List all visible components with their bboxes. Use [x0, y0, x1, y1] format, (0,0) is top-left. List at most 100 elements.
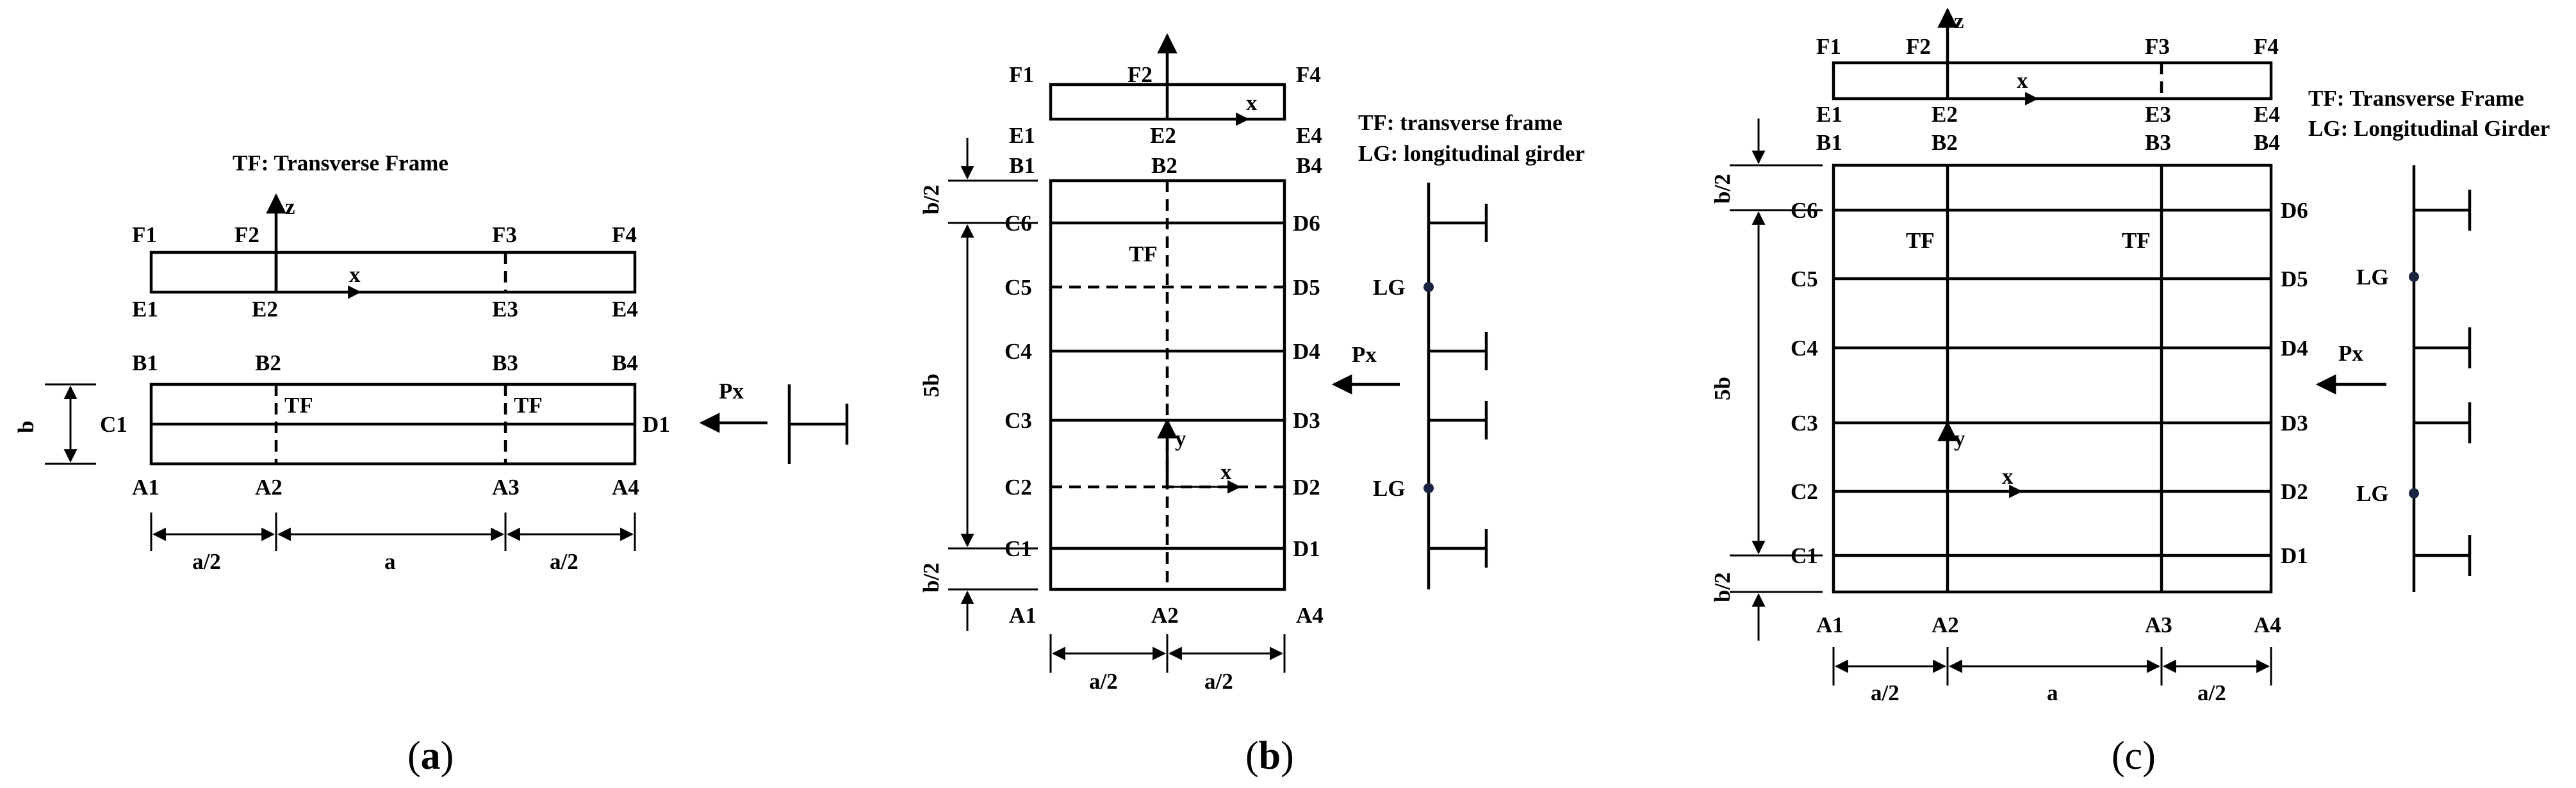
label-B3-c: B3 [2145, 130, 2171, 155]
dim-5b-label-c: 5b [1710, 377, 1735, 400]
legend-lg-b: LG: longitudinal girder [1358, 141, 1585, 166]
label-B2-b: B2 [1151, 153, 1177, 178]
label-A2-b: A2 [1151, 603, 1179, 628]
dim-half-a-left-label-c: a/2 [1871, 680, 1899, 705]
tf-label-b: TF [1129, 242, 1158, 267]
label-D6-b: D6 [1293, 211, 1320, 236]
label-F2-c: F2 [1906, 34, 1931, 59]
label-E1-c: E1 [1816, 102, 1842, 127]
label-A3-a: A3 [492, 475, 520, 500]
label-E1-b: E1 [1009, 123, 1035, 148]
lg-dot-c-1 [2409, 272, 2419, 282]
label-B1-a: B1 [132, 350, 158, 375]
legend-tf-b: TF: transverse frame [1358, 110, 1563, 135]
tf-label-a-2: TF [514, 393, 543, 418]
label-B4-a: B4 [612, 350, 638, 375]
label-B1-c: B1 [1816, 130, 1842, 155]
dim-half-a-right-label-c: a/2 [2197, 680, 2226, 705]
panel-c: z x F1 F2 F3 F4 E1 E2 E3 E4 B1 B2 B3 B4 … [1710, 7, 2550, 778]
y-label-b: y [1175, 426, 1186, 451]
label-E4-b: E4 [1296, 123, 1322, 148]
label-E4-c: E4 [2254, 102, 2280, 127]
tf-label-a-1: TF [284, 393, 313, 418]
label-D4-c: D4 [2281, 336, 2308, 361]
dim-5b-label-b: 5b [919, 373, 944, 397]
label-B2-c: B2 [1932, 130, 1958, 155]
label-A4-b: A4 [1296, 603, 1324, 628]
label-F3-c: F3 [2145, 34, 2170, 59]
lg-label-b-1: LG [1373, 275, 1406, 300]
label-F4-a: F4 [612, 222, 637, 247]
x-label-a: x [349, 262, 361, 287]
lg-label-c-1: LG [2356, 265, 2389, 290]
label-E4-a: E4 [612, 297, 638, 322]
label-F1-b: F1 [1009, 62, 1034, 87]
dim-half-a-left-label-b: a/2 [1089, 669, 1118, 694]
dim-half-b-top-c: b/2 [1710, 174, 1735, 204]
label-B2-a: B2 [255, 350, 281, 375]
label-C5-b: C5 [1005, 275, 1032, 300]
label-C3-b: C3 [1005, 408, 1032, 433]
dim-a-label: a [384, 549, 396, 574]
caption-b: (b) [1245, 734, 1294, 778]
lg-dot-c-2 [2409, 488, 2419, 498]
caption-c: (c) [2112, 734, 2156, 778]
px-label-a: Px [719, 379, 744, 404]
label-D4-b: D4 [1293, 339, 1320, 364]
label-D3-b: D3 [1293, 408, 1320, 433]
label-A2-a: A2 [255, 475, 283, 500]
plan-rect-c [1832, 163, 2273, 594]
label-C2-c: C2 [1791, 479, 1818, 504]
label-B4-b: B4 [1296, 153, 1322, 178]
label-F4-b: F4 [1296, 62, 1321, 87]
y-label-c: y [1954, 426, 1965, 451]
label-F2-b: F2 [1128, 62, 1153, 87]
x-label-b: x [1220, 459, 1232, 484]
label-C4-c: C4 [1791, 336, 1818, 361]
lg-dot-b-2 [1423, 483, 1434, 493]
label-E3-a: E3 [492, 297, 518, 322]
top-strip-a [149, 250, 637, 294]
label-E3-c: E3 [2145, 102, 2171, 127]
label-E2-c: E2 [1932, 102, 1958, 127]
label-D3-c: D3 [2281, 411, 2308, 436]
tf-label-c-2: TF [2122, 228, 2151, 253]
label-C2-b: C2 [1005, 475, 1032, 500]
panel-b: x F1 F2 F4 E1 E2 E4 TF: transverse frame… [919, 33, 1585, 778]
legend-a: TF: Transverse Frame [233, 151, 448, 176]
label-D1-c: D1 [2281, 543, 2308, 568]
label-A2-c: A2 [1932, 612, 1959, 637]
dim-b-label-a: b [13, 421, 38, 433]
label-F1-a: F1 [132, 222, 157, 247]
label-B1-b: B1 [1009, 153, 1035, 178]
dim-half-b-bottom-c: b/2 [1710, 572, 1735, 602]
label-F3-a: F3 [492, 222, 517, 247]
tf-label-c-1: TF [1906, 228, 1935, 253]
label-C5-c: C5 [1791, 267, 1818, 291]
dim-half-b-top-b: b/2 [919, 185, 944, 215]
label-A1-a: A1 [132, 475, 160, 500]
x-label-b-top: x [1246, 90, 1258, 115]
label-D6-c: D6 [2281, 198, 2308, 223]
label-F1-c: F1 [1816, 34, 1841, 59]
legend-lg-c: LG: Longitudinal Girder [2308, 116, 2550, 141]
z-label-a: z [285, 194, 295, 219]
x-label-c: x [2002, 464, 2014, 489]
label-E2-b: E2 [1150, 123, 1176, 148]
label-F4-c: F4 [2254, 34, 2279, 59]
label-D2-c: D2 [2281, 479, 2308, 504]
label-D1-b: D1 [1293, 536, 1320, 561]
dim-half-a-left-label: a/2 [192, 549, 221, 574]
label-D1-a: D1 [643, 412, 670, 437]
lg-dot-b-1 [1423, 282, 1434, 292]
label-C3-c: C3 [1791, 411, 1818, 436]
label-B3-a: B3 [492, 350, 518, 375]
label-D2-b: D2 [1293, 475, 1320, 500]
z-label-c: z [1954, 8, 1964, 33]
label-A4-c: A4 [2254, 612, 2281, 637]
label-C1-a: C1 [100, 412, 127, 437]
lg-label-c-2: LG [2356, 481, 2389, 506]
px-label-b: Px [1352, 342, 1377, 367]
lg-label-b-2: LG [1373, 476, 1406, 501]
